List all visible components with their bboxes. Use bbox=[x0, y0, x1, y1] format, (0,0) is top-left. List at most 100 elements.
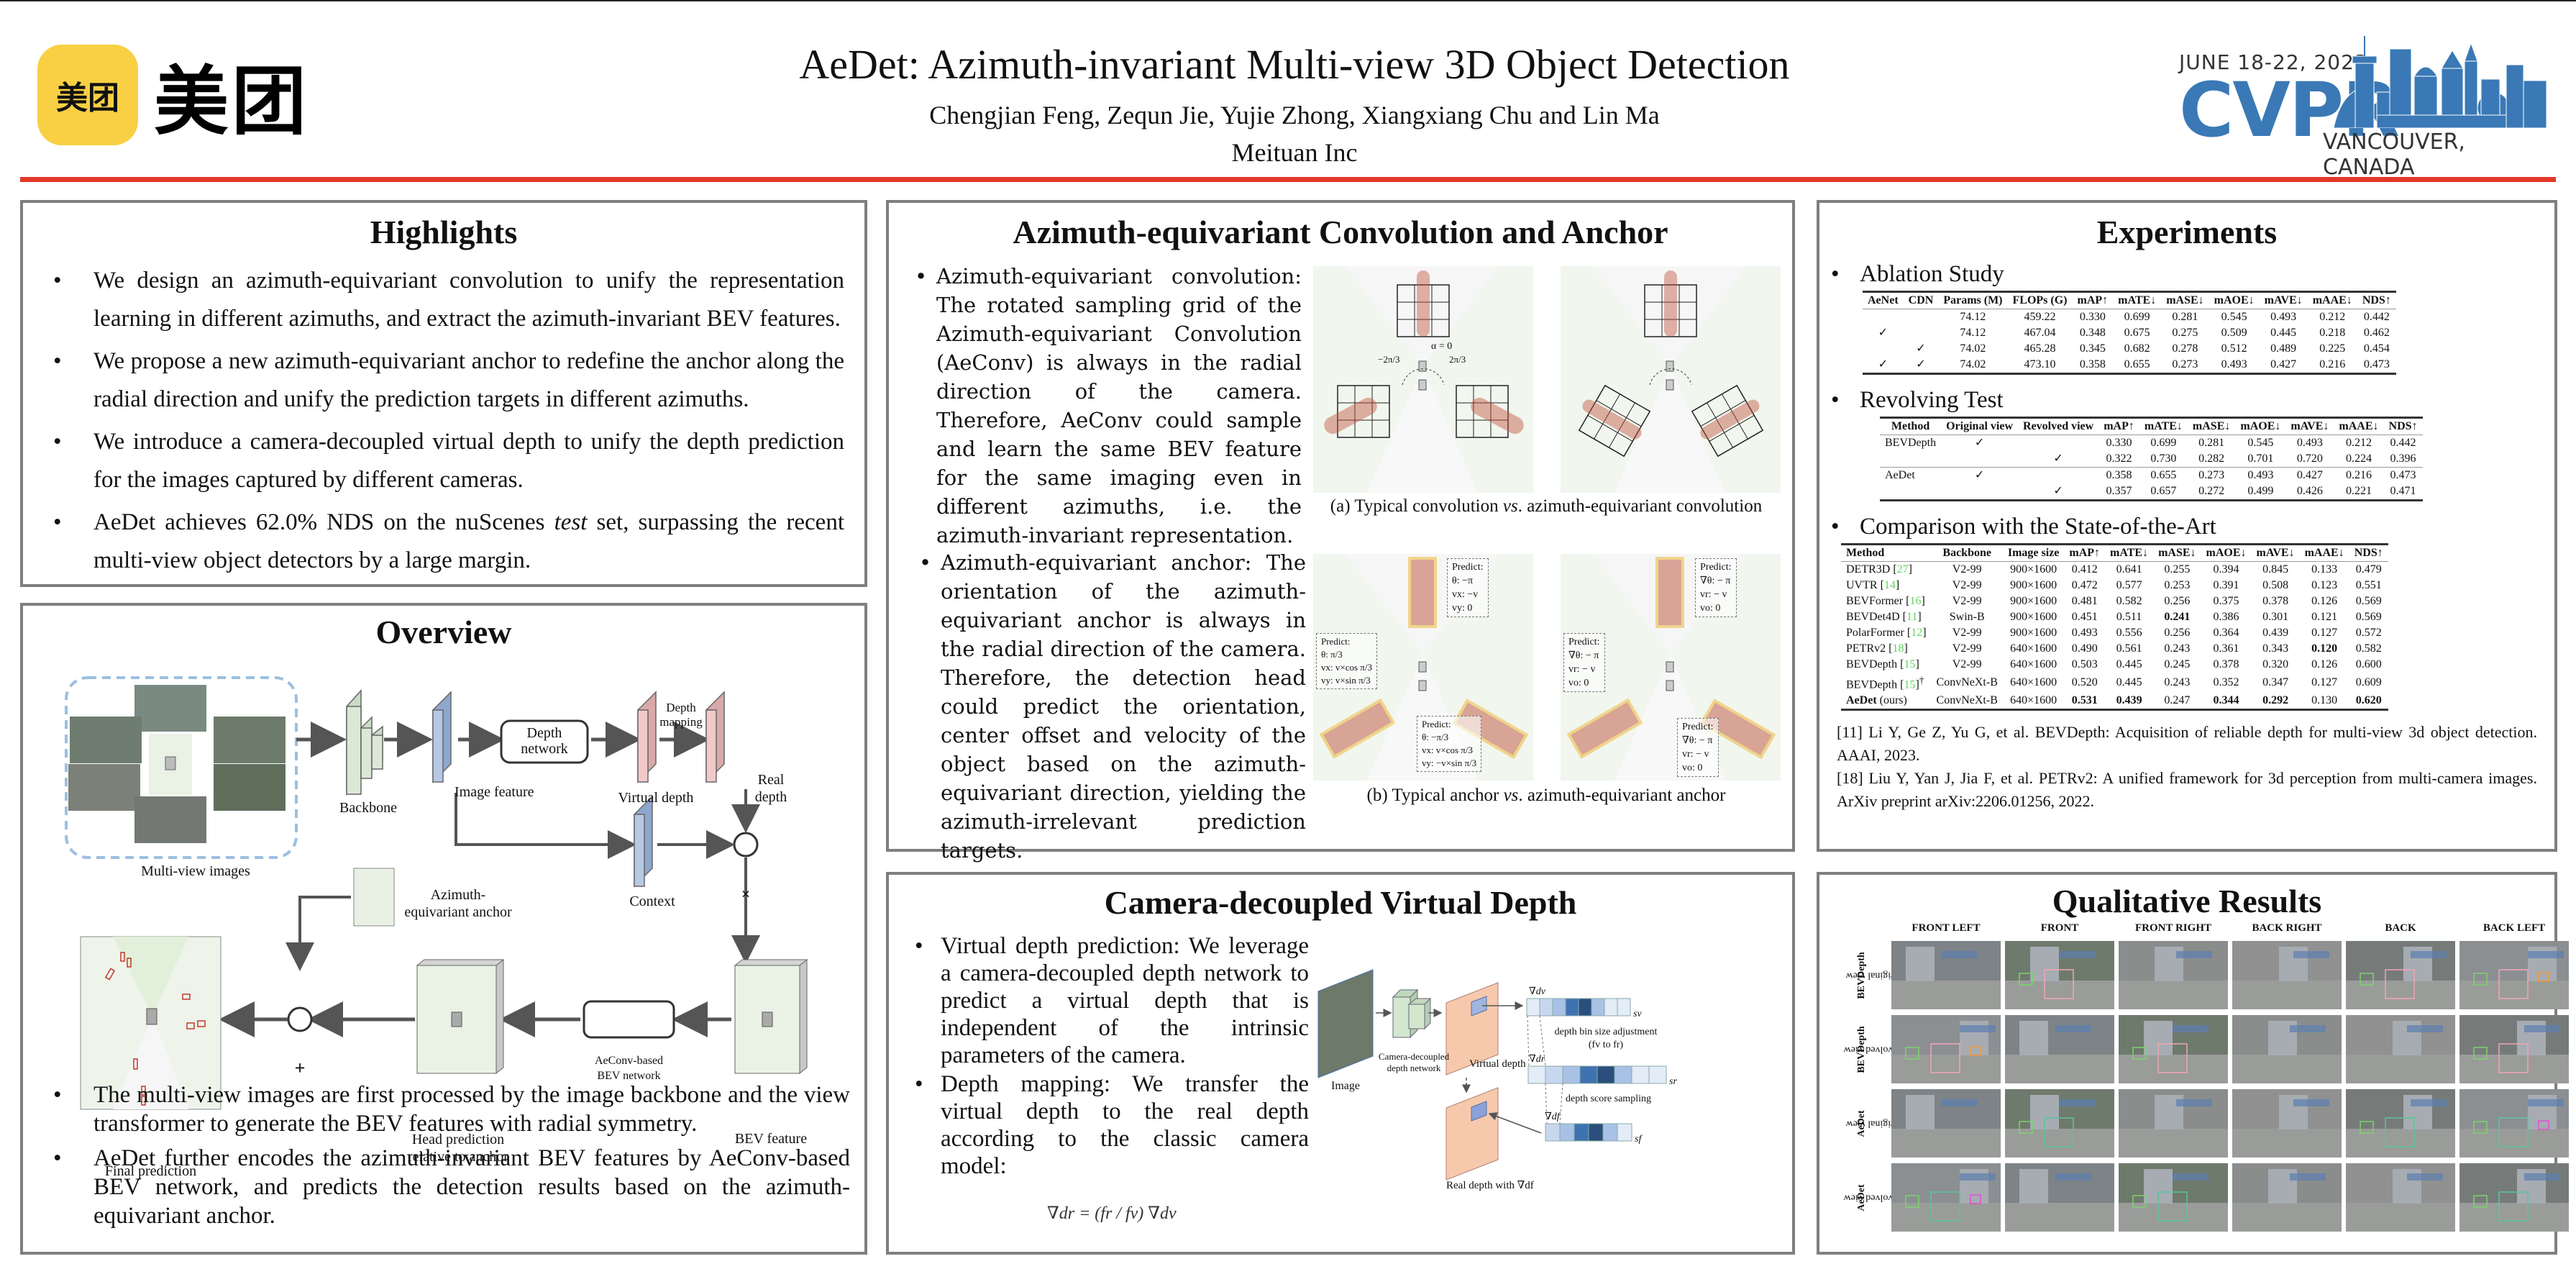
vancouver-skyline-icon bbox=[2334, 36, 2547, 128]
table-cell: V2-99 bbox=[1952, 595, 1982, 607]
table-cell: 0.224 bbox=[2345, 453, 2372, 465]
highlight-item: We propose a new azimuth-equivariant anc… bbox=[37, 342, 844, 419]
predict-box: Predict: θ: π/3 vx: v×cos π/3 vy: v×sin … bbox=[1316, 633, 1377, 689]
table-cell: 0.427 bbox=[2296, 469, 2323, 481]
table-cell: 0.493 bbox=[2221, 358, 2247, 370]
citation-link[interactable]: 15 bbox=[1904, 678, 1916, 691]
table-cell: 459.22 bbox=[2024, 311, 2056, 323]
citation-link[interactable]: 12 bbox=[1911, 627, 1923, 639]
citation-link[interactable]: 27 bbox=[1896, 563, 1909, 576]
citation-link[interactable]: 16 bbox=[1909, 595, 1922, 607]
table-cell: 0.216 bbox=[2345, 469, 2372, 481]
table-cell: 0.499 bbox=[2247, 485, 2274, 497]
table-cell bbox=[1941, 483, 2018, 501]
camera-image-placeholder bbox=[2005, 1163, 2114, 1232]
table-cell: V2-99 bbox=[1952, 642, 1982, 655]
camera-image bbox=[2459, 941, 2569, 1009]
column-header: Method bbox=[1846, 547, 1885, 559]
table-cell: 0.531 bbox=[2071, 694, 2098, 707]
table-cell: 0.212 bbox=[2345, 437, 2372, 449]
camera-image-placeholder bbox=[2232, 1163, 2342, 1232]
column-header: FLOPs (G) bbox=[2012, 294, 2068, 306]
table-cell bbox=[2018, 468, 2098, 484]
table-cell: 0.845 bbox=[2262, 563, 2289, 576]
predict-box: Predict: ∇θ: − π vr: − v vo: 0 bbox=[1695, 558, 1737, 617]
table-cell: 0.445 bbox=[2270, 327, 2297, 339]
add-symbol: + bbox=[294, 1058, 306, 1078]
cvpr-logo: JUNE 18-22, 2023 CVPR bbox=[2179, 29, 2553, 180]
typical-conv-panel bbox=[1313, 266, 1533, 493]
column-header: mASE↓ bbox=[2158, 547, 2196, 559]
table-cell: 0.278 bbox=[2172, 342, 2198, 355]
camera-image bbox=[2119, 941, 2228, 1009]
method-cell: PETRv2 [18] bbox=[1846, 642, 1908, 655]
camera-image bbox=[2346, 941, 2455, 1009]
label-aeconv-network: AeConv-based BEV network bbox=[594, 1055, 664, 1082]
paper-title: AeDet: Azimuth-invariant Multi-view 3D O… bbox=[799, 41, 1790, 88]
column-header: mASE↓ bbox=[2192, 420, 2231, 432]
real-depth-block bbox=[705, 691, 725, 783]
table-cell: 0.120 bbox=[2311, 642, 2338, 655]
citation-link[interactable]: 18 bbox=[1892, 642, 1904, 655]
camera-image-placeholder bbox=[2232, 1015, 2342, 1083]
table-cell: Swin-B bbox=[1949, 611, 1985, 623]
reference-item: [11] Li Y, Ge Z, Yu G, et al. BEVDepth: … bbox=[1837, 723, 2537, 765]
table-cell: ConvNeXt-B bbox=[1936, 676, 1998, 689]
citation-link[interactable]: 15 bbox=[1904, 658, 1916, 670]
aeconv-network-box bbox=[583, 1000, 675, 1039]
affiliation: Meituan Inc bbox=[1231, 138, 1358, 167]
table-cell: 0.345 bbox=[2079, 342, 2106, 355]
method-cell: DETR3D [27] bbox=[1846, 563, 1912, 576]
table-cell: 0.481 bbox=[2071, 595, 2098, 607]
angle-right-label: 2π/3 bbox=[1449, 354, 1466, 365]
camera-image bbox=[2005, 1015, 2114, 1083]
overview-diagram-svg bbox=[65, 676, 808, 1110]
predict-box: Predict: θ: −π vx: −v vy: 0 bbox=[1447, 558, 1489, 617]
table-cell: 0.121 bbox=[2311, 611, 2338, 623]
camera-image-placeholder bbox=[1891, 1015, 2001, 1083]
column-header: mASE↓ bbox=[2166, 294, 2204, 306]
column-header: mAOE↓ bbox=[2214, 294, 2255, 306]
highlight-item: We introduce a camera-decoupled virtual … bbox=[37, 423, 844, 499]
method-name: UVTR bbox=[1846, 579, 1878, 591]
table-cell: 0.243 bbox=[2164, 676, 2191, 689]
table-cell: 0.720 bbox=[2296, 453, 2323, 465]
authors: Chengjian Feng, Zequn Jie, Yujie Zhong, … bbox=[929, 101, 1660, 129]
table-cell: 0.493 bbox=[2296, 437, 2323, 449]
real-depth-map bbox=[1445, 1087, 1499, 1181]
table-cell: 0.344 bbox=[2213, 694, 2239, 707]
highlight-item: AeDet achieves 62.0% NDS on the nuScenes… bbox=[37, 504, 844, 580]
depth-bins-sf bbox=[1545, 1123, 1632, 1142]
table-cell: 0.445 bbox=[2116, 658, 2142, 670]
camera-image bbox=[2232, 1015, 2342, 1083]
table-cell: 0.272 bbox=[2198, 485, 2225, 497]
table-cell: 0.620 bbox=[2355, 694, 2382, 707]
aeconv-item: Azimuth-equivariant anchor: The orientat… bbox=[903, 548, 1306, 865]
camera-image bbox=[2119, 1015, 2228, 1083]
method-name: BEVFormer bbox=[1846, 595, 1904, 607]
label-real-depth: Real depth with ∇df bbox=[1446, 1180, 1534, 1191]
column-header: mATE↓ bbox=[2118, 294, 2157, 306]
table-cell: ✓ bbox=[1974, 469, 1985, 481]
table-cell: 0.275 bbox=[2172, 327, 2198, 339]
citation-link[interactable]: 14 bbox=[1883, 579, 1896, 591]
camera-image bbox=[2459, 1163, 2569, 1232]
column-header: mAVE↓ bbox=[2290, 420, 2329, 432]
citation-link[interactable]: 11 bbox=[1906, 611, 1918, 623]
overview-item: The multi-view images are first processe… bbox=[37, 1081, 850, 1138]
table-cell: 0.391 bbox=[2213, 579, 2239, 591]
column-label: FRONT RIGHT bbox=[2135, 922, 2211, 934]
azimuth-conv-panel bbox=[1561, 266, 1781, 493]
column-header: NDS↑ bbox=[2362, 294, 2391, 306]
table-cell: 0.582 bbox=[2355, 642, 2382, 655]
table-cell: 0.439 bbox=[2116, 694, 2142, 707]
camera-image bbox=[2232, 1163, 2342, 1232]
